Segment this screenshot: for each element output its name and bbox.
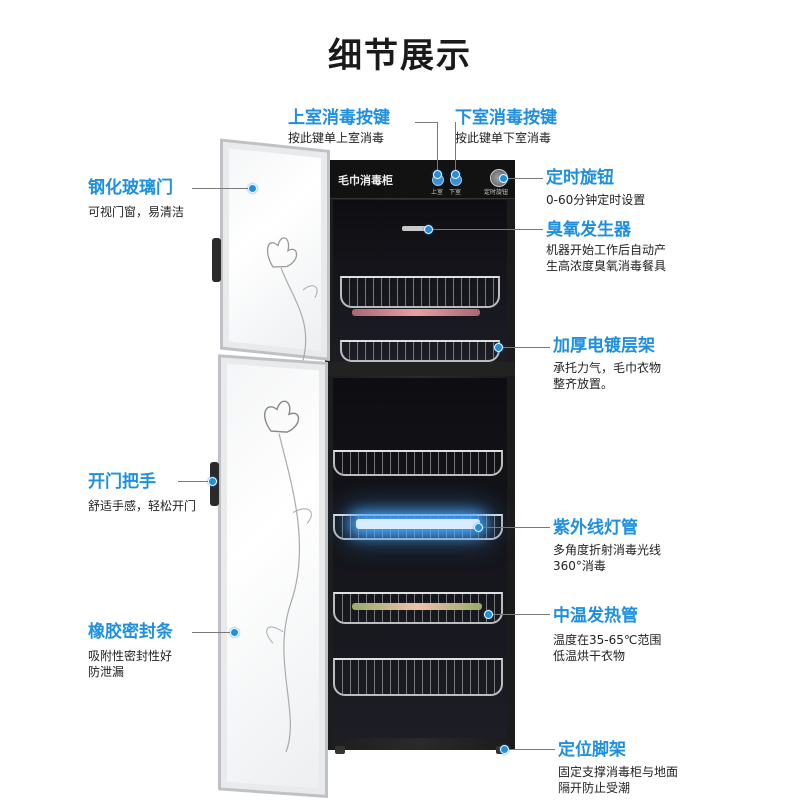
callout-glass: 钢化玻璃门 可视门窗，易清洁 [88,178,184,220]
leader-ozone [430,229,543,230]
pin-lower-button [451,170,460,179]
callout-glass-title: 钢化玻璃门 [88,178,173,198]
timer-knob-label: 定时旋钮 [484,189,509,196]
leader-glass [192,188,250,189]
ozone-generator [402,226,430,231]
leader-seal [192,632,232,633]
callout-glass-desc: 可视门窗，易清洁 [88,205,185,219]
lower-button-label: 下室 [449,189,462,196]
callout-handle-desc: 舒适手感，轻松开门 [88,499,197,513]
callout-rack: 加厚电镀层架 承托力气，毛巾衣物 整齐放置。 [553,336,661,392]
callout-ozone-desc-2: 生高浓度臭氧消毒餐具 [546,259,667,273]
pin-glass [248,184,257,193]
door-flower-pattern-lower [264,400,312,753]
leader-upper-button [415,122,437,123]
rack-upper-1 [340,276,500,308]
lower-glass-door[interactable] [218,354,328,798]
callout-lower-button-title: 下室消毒按键 [455,108,557,128]
callout-timer-knob-title: 定时旋钮 [546,168,614,188]
pin-feet [500,745,509,754]
uv-lamp-tube [356,519,480,529]
control-panel [325,160,515,199]
callout-seal-desc-2: 防泄漏 [88,665,125,679]
callout-ozone-title: 臭氧发生器 [546,220,631,240]
upper-door-handle[interactable] [212,238,221,282]
leader-timer-knob [505,178,543,179]
rack-upper-2 [340,340,500,362]
callout-timer-knob: 定时旋钮 0-60分钟定时设置 [546,168,645,208]
callout-upper-button-title: 上室消毒按键 [288,108,390,128]
callout-rack-desc-1: 承托力气，毛巾衣物 [553,361,662,375]
pin-uv [474,523,483,532]
leader-feet [507,749,555,750]
callout-timer-knob-desc: 0-60分钟定时设置 [546,193,646,207]
foot-left [335,746,345,754]
rack-lower-4 [333,658,503,696]
leader-upper-button-v [437,122,438,172]
heater-tube-upper [352,309,480,316]
callout-upper-button-desc: 按此键单上室消毒 [288,131,385,145]
callout-uv-desc-2: 360°消毒 [553,559,606,573]
callout-feet-desc-1: 固定支撑消毒柜与地面 [558,765,679,779]
callout-upper-button: 上室消毒按键 按此键单上室消毒 [288,108,390,146]
callout-handle-title: 开门把手 [88,472,156,492]
upper-glass-door[interactable] [220,138,330,361]
callout-feet-desc-2: 隔开防止受潮 [558,781,631,795]
page-title: 细节展示 [328,36,472,76]
callout-heater-desc-1: 温度在35-65℃范围 [553,633,662,647]
callout-heater: 中温发热管 温度在35-65℃范围 低温烘干衣物 [553,606,661,664]
callout-uv-desc-1: 多角度折射消毒光线 [553,543,662,557]
callout-seal-title: 橡胶密封条 [88,622,173,642]
pin-handle [208,477,217,486]
upper-button-label: 上室 [431,189,444,196]
pin-heater [484,610,493,619]
pin-seal [230,628,239,637]
callout-feet: 定位脚架 固定支撑消毒柜与地面 隔开防止受潮 [558,740,678,796]
callout-seal: 橡胶密封条 吸附性密封性好 防泄漏 [88,622,173,680]
callout-seal-desc-1: 吸附性密封性好 [88,649,173,663]
callout-handle: 开门把手 舒适手感，轻松开门 [88,472,196,514]
leader-heater [490,614,550,615]
callout-heater-title: 中温发热管 [553,606,638,626]
callout-heater-desc-2: 低温烘干衣物 [553,649,626,663]
callout-rack-title: 加厚电镀层架 [553,336,655,356]
leader-rack [500,347,550,348]
rack-lower-1 [333,450,503,476]
callout-ozone: 臭氧发生器 机器开始工作后自动产 生高浓度臭氧消毒餐具 [546,220,666,274]
door-flower-pattern-upper [266,237,318,361]
pin-rack [494,343,503,352]
pin-upper-button [433,170,442,179]
callout-lower-button-desc: 按此键单下室消毒 [455,131,552,145]
cabinet-brand: 毛巾消毒柜 [338,174,393,187]
callout-feet-title: 定位脚架 [558,740,626,760]
leader-handle [178,481,212,482]
pin-timer-knob [499,174,508,183]
chamber-divider [325,362,515,376]
callout-uv-title: 紫外线灯管 [553,518,638,538]
leader-lower-button [455,122,456,172]
callout-ozone-desc-1: 机器开始工作后自动产 [546,243,667,257]
callout-uv: 紫外线灯管 多角度折射消毒光线 360°消毒 [553,518,661,574]
heater-tube-lower [352,603,482,610]
callout-lower-button: 下室消毒按键 按此键单下室消毒 [455,108,557,146]
leader-uv [480,527,550,528]
callout-rack-desc-2: 整齐放置。 [553,377,614,391]
pin-ozone [424,225,433,234]
